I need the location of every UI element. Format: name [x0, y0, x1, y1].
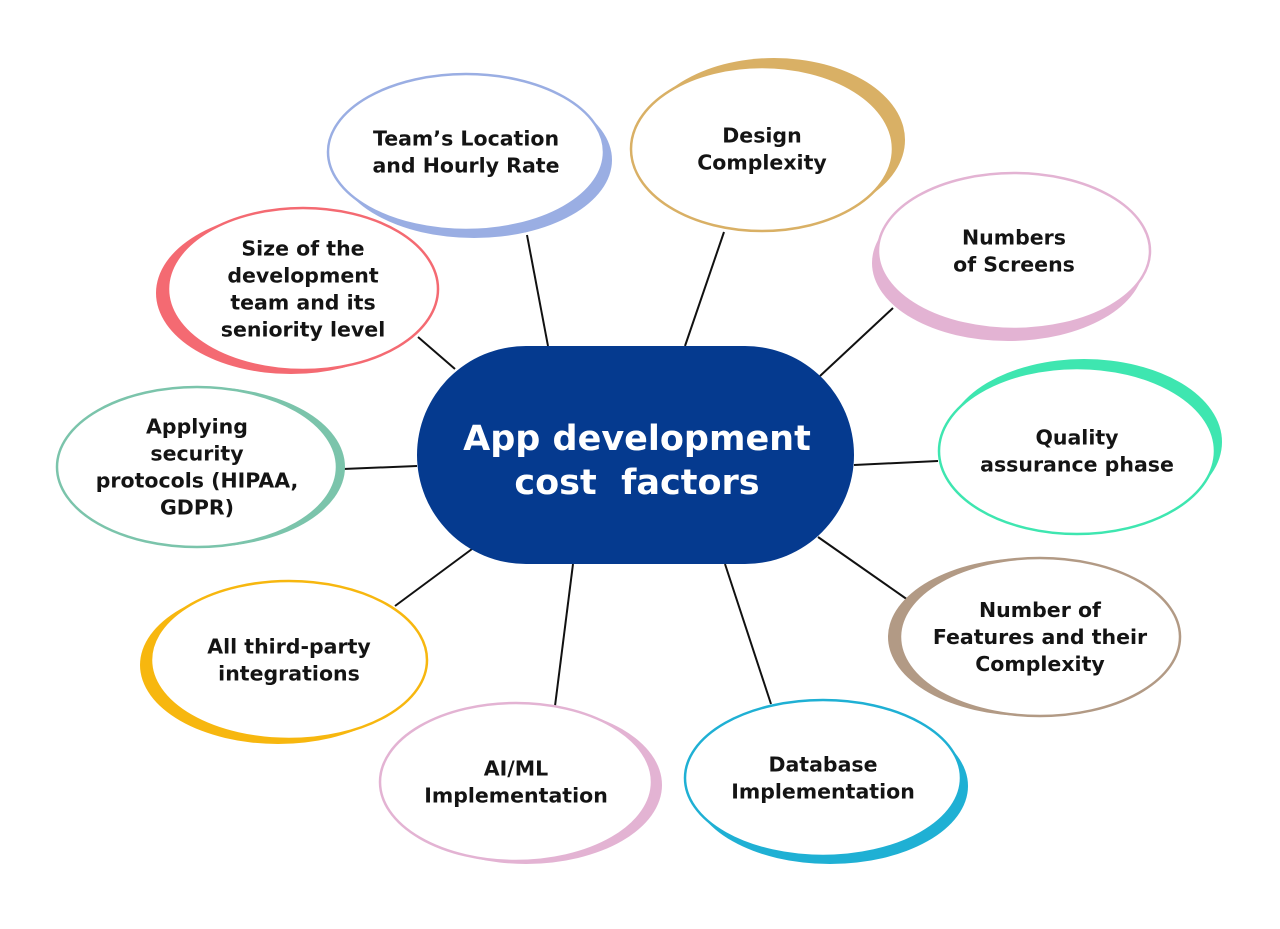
factor-label-line: team and its: [230, 291, 375, 315]
factor-label-line: Implementation: [731, 780, 915, 804]
factor-label-line: integrations: [218, 662, 360, 686]
center-hub-title-line: App development: [463, 419, 811, 459]
factor-label-numbers-of-screens: Numbers of Screens: [953, 226, 1075, 277]
factor-oval-team-location-hourly-rate: [326, 72, 606, 232]
factor-label-line: development: [227, 264, 378, 288]
factor-label-line: GDPR): [160, 496, 234, 520]
factor-oval-numbers-of-screens: [876, 171, 1152, 331]
factor-label-line: Size of the: [241, 237, 364, 261]
factor-label-line: AI/ML: [484, 757, 548, 781]
factor-oval-quality-assurance-phase: [937, 366, 1217, 536]
factor-label-line: Complexity: [975, 652, 1105, 676]
factor-oval-security-protocols: [55, 385, 339, 549]
factor-node-team-location-hourly-rate: Team’s Location and Hourly Rate: [326, 72, 612, 238]
factor-label-team-location-hourly-rate: Team’s Location and Hourly Rate: [372, 127, 559, 178]
connector-line-design-complexity: [684, 231, 725, 347]
factor-node-quality-assurance-phase: Quality assurance phase: [937, 359, 1222, 536]
factor-label-quality-assurance-phase: Quality assurance phase: [980, 426, 1174, 477]
center-hub-title-line: cost factors: [514, 463, 759, 503]
connector-line-third-party-integrations: [394, 548, 473, 607]
factor-label-line: Applying: [146, 415, 248, 439]
factor-oval-team-size-seniority: [166, 206, 440, 372]
factor-label-line: Numbers: [962, 226, 1066, 250]
factor-oval-third-party-integrations: [149, 579, 429, 741]
factor-label-line: Implementation: [424, 784, 608, 808]
factor-label-line: security: [150, 442, 243, 466]
factor-label-line: Team’s Location: [373, 127, 559, 151]
connector-line-team-size-seniority: [417, 336, 456, 370]
factor-oval-ai-ml-implementation: [378, 701, 654, 863]
factor-oval-number-of-features-complexity: [898, 556, 1182, 718]
connector-line-database-implementation: [724, 563, 772, 705]
factor-label-line: Database: [768, 753, 877, 777]
connectors: [342, 231, 939, 707]
connector-line-security-protocols: [342, 465, 418, 470]
factor-label-security-protocols: Applying security protocols (HIPAA, GDPR): [96, 415, 299, 520]
factor-label-third-party-integrations: All third-party integrations: [207, 635, 371, 686]
factor-node-security-protocols: Applying security protocols (HIPAA, GDPR): [55, 385, 345, 549]
factor-label-line: Quality: [1035, 426, 1118, 450]
factor-label-line: seniority level: [221, 318, 385, 342]
factor-label-line: Complexity: [697, 151, 827, 175]
connector-line-ai-ml-implementation: [554, 563, 574, 707]
factor-node-ai-ml-implementation: AI/ML Implementation: [378, 701, 662, 864]
factor-label-team-size-seniority: Size of the development team and its senior…: [221, 237, 385, 342]
factor-label-line: protocols (HIPAA,: [96, 469, 299, 493]
connector-line-team-location-hourly-rate: [526, 234, 549, 347]
factor-label-line: All third-party: [207, 635, 371, 659]
connector-line-numbers-of-screens: [819, 307, 894, 377]
factor-oval-database-implementation: [683, 698, 963, 858]
factor-node-numbers-of-screens: Numbers of Screens: [872, 171, 1152, 341]
factor-label-line: assurance phase: [980, 453, 1174, 477]
factor-node-third-party-integrations: All third-party integrations: [140, 579, 429, 744]
factor-label-ai-ml-implementation: AI/ML Implementation: [424, 757, 608, 808]
factor-oval-design-complexity: [629, 65, 895, 233]
connector-line-quality-assurance-phase: [853, 460, 939, 466]
center-hub-shape: [417, 346, 854, 564]
factor-label-line: and Hourly Rate: [372, 154, 559, 178]
connector-line-number-of-features-complexity: [817, 536, 909, 601]
factor-label-line: Design: [722, 124, 801, 148]
factor-node-team-size-seniority: Size of the development team and its senior…: [156, 206, 440, 374]
factor-label-line: of Screens: [953, 253, 1075, 277]
factor-label-line: Features and their: [933, 625, 1148, 649]
factor-label-line: Number of: [979, 598, 1102, 622]
